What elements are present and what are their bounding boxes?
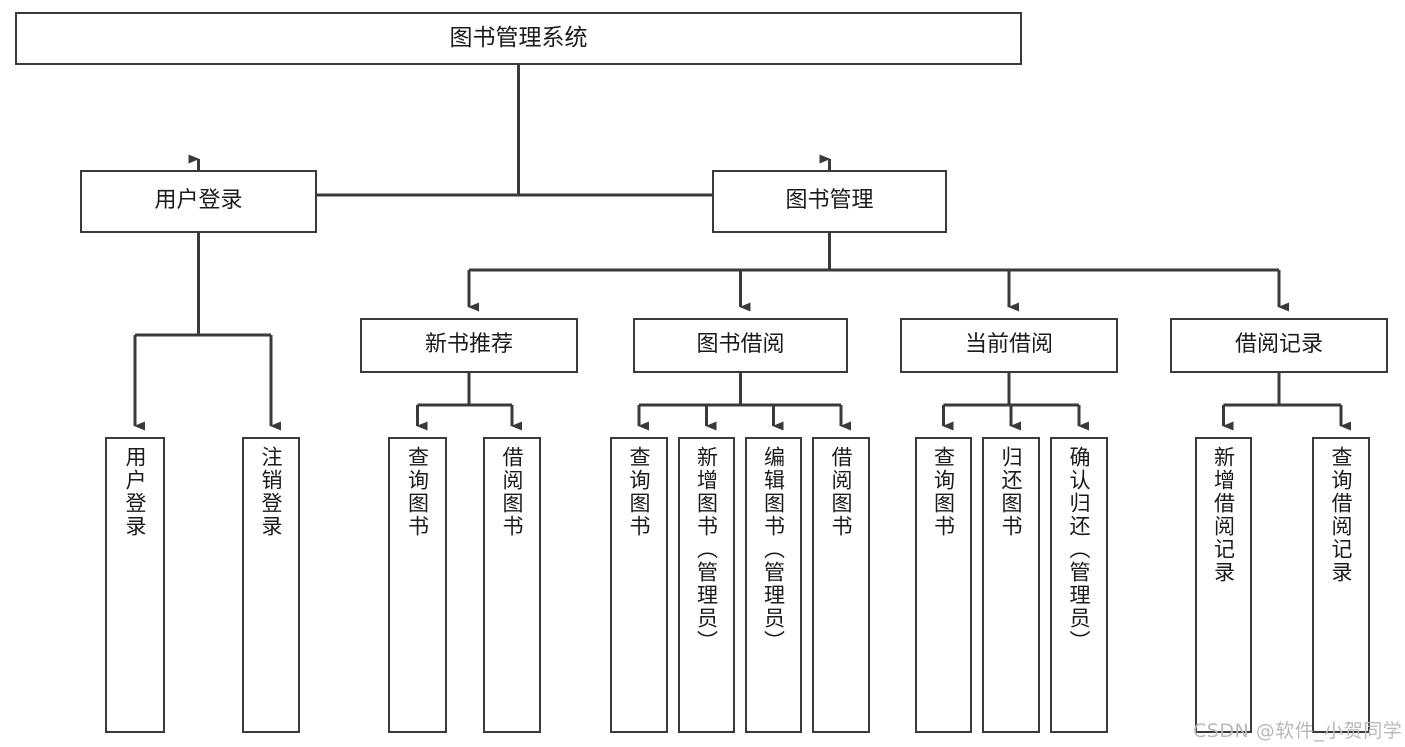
- node-label: 新书推荐: [424, 332, 513, 358]
- leaf-add-book[interactable]: 新增图书（管理员）: [678, 437, 735, 733]
- leaf-query-record[interactable]: 查询借阅记录: [1312, 437, 1370, 733]
- node-label: 当前借阅: [964, 332, 1053, 358]
- leaf-user-login[interactable]: 用户登录: [105, 437, 165, 733]
- node-label: 借阅记录: [1234, 332, 1323, 358]
- node-current-borrow[interactable]: 当前借阅: [900, 318, 1118, 373]
- leaf-return-book[interactable]: 归还图书: [982, 437, 1040, 733]
- node-book-borrow[interactable]: 图书借阅: [633, 318, 848, 373]
- node-label: 查询图书: [627, 446, 652, 538]
- node-label: 用户登录: [154, 188, 243, 214]
- leaf-borrow-book-1[interactable]: 借阅图书: [483, 437, 541, 733]
- leaf-logout-login[interactable]: 注销登录: [242, 437, 300, 733]
- node-label: 查询借阅记录: [1329, 446, 1354, 584]
- node-label: 借阅图书: [500, 446, 525, 538]
- node-label: 借阅图书: [829, 446, 854, 538]
- node-label: 图书借阅: [696, 332, 785, 358]
- node-label: 新增借阅记录: [1211, 446, 1236, 584]
- node-label: 图书管理系统: [449, 25, 588, 52]
- node-label: 查询图书: [405, 446, 430, 538]
- node-label: 查询图书: [931, 446, 956, 538]
- node-label: 用户登录: [123, 446, 148, 538]
- node-borrow-record[interactable]: 借阅记录: [1170, 318, 1388, 373]
- node-label: 图书管理: [785, 188, 874, 214]
- leaf-add-record[interactable]: 新增借阅记录: [1195, 437, 1252, 733]
- node-label: 新增图书（管理员）: [694, 446, 719, 653]
- node-label: 确认归还（管理员）: [1067, 446, 1092, 653]
- node-label: 编辑图书（管理员）: [761, 446, 786, 653]
- leaf-edit-book[interactable]: 编辑图书（管理员）: [745, 437, 802, 733]
- node-new-book-recommend[interactable]: 新书推荐: [360, 318, 578, 373]
- leaf-query-book-1[interactable]: 查询图书: [388, 437, 447, 733]
- node-label: 注销登录: [259, 446, 284, 538]
- node-user-login[interactable]: 用户登录: [80, 170, 317, 233]
- leaf-confirm-return[interactable]: 确认归还（管理员）: [1050, 437, 1108, 733]
- leaf-borrow-book-2[interactable]: 借阅图书: [812, 437, 870, 733]
- node-root[interactable]: 图书管理系统: [15, 12, 1022, 65]
- leaf-query-book-3[interactable]: 查询图书: [915, 437, 972, 733]
- watermark: CSDN @软件_小贺同学: [1193, 720, 1403, 742]
- leaf-query-book-2[interactable]: 查询图书: [610, 437, 668, 733]
- node-label: 归还图书: [999, 446, 1024, 538]
- node-book-manage[interactable]: 图书管理: [712, 170, 947, 233]
